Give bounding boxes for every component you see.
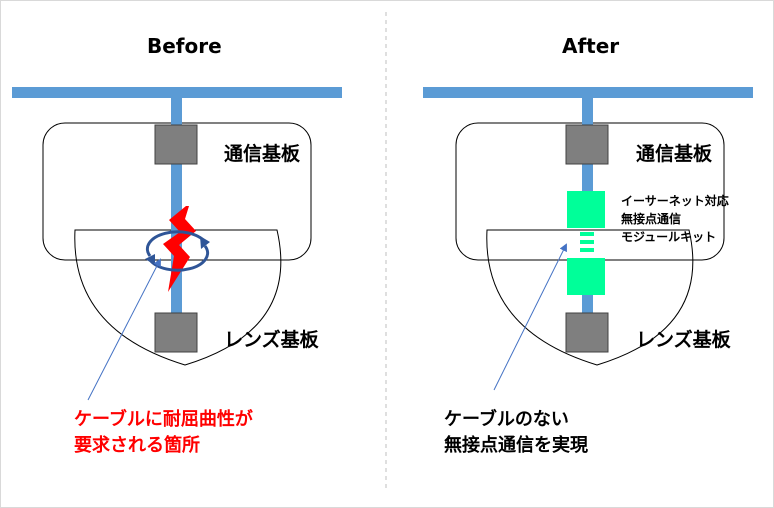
- after-top-board-label: 通信基板: [636, 143, 713, 165]
- after-lens-board-label: レンズ基板: [636, 329, 731, 351]
- after-panel: [423, 87, 753, 391]
- signal-bar-3: [580, 248, 594, 252]
- rotate-arrow-top-icon: [145, 230, 207, 257]
- before-note-line1: ケーブルに耐屈曲性が: [74, 409, 253, 430]
- signal-bar-1: [580, 232, 594, 236]
- after-lens-connector: [565, 312, 609, 353]
- before-lens-board-label: レンズ基板: [224, 329, 319, 351]
- after-rail: [423, 87, 753, 98]
- before-top-board-label: 通信基板: [224, 143, 301, 165]
- before-rail: [12, 87, 342, 98]
- after-top-connector: [565, 124, 609, 165]
- before-pointer-arrow: [87, 258, 161, 401]
- before-lens-connector: [154, 312, 198, 353]
- rotate-head-left-icon: [145, 254, 155, 265]
- after-note-line2: 無接点通信を実現: [444, 435, 588, 456]
- after-title: After: [562, 34, 620, 58]
- before-title: Before: [147, 34, 222, 58]
- before-top-connector: [154, 124, 198, 165]
- after-pointer-arrow: [493, 243, 567, 391]
- rotate-head-right-icon: [200, 236, 210, 249]
- module-label-line3: モジュールキット: [621, 230, 717, 244]
- before-note-line2: 要求される箇所: [74, 435, 200, 456]
- module-lower: [567, 258, 605, 295]
- flex-stress-icon: [163, 206, 196, 292]
- signal-bar-2: [580, 240, 594, 244]
- after-note-line1: ケーブルのない: [444, 409, 569, 430]
- before-panel: [12, 87, 342, 401]
- module-upper: [567, 191, 605, 228]
- module-label-line2: 無接点通信: [621, 212, 682, 226]
- module-label-line1: イーサーネット対応: [621, 194, 729, 208]
